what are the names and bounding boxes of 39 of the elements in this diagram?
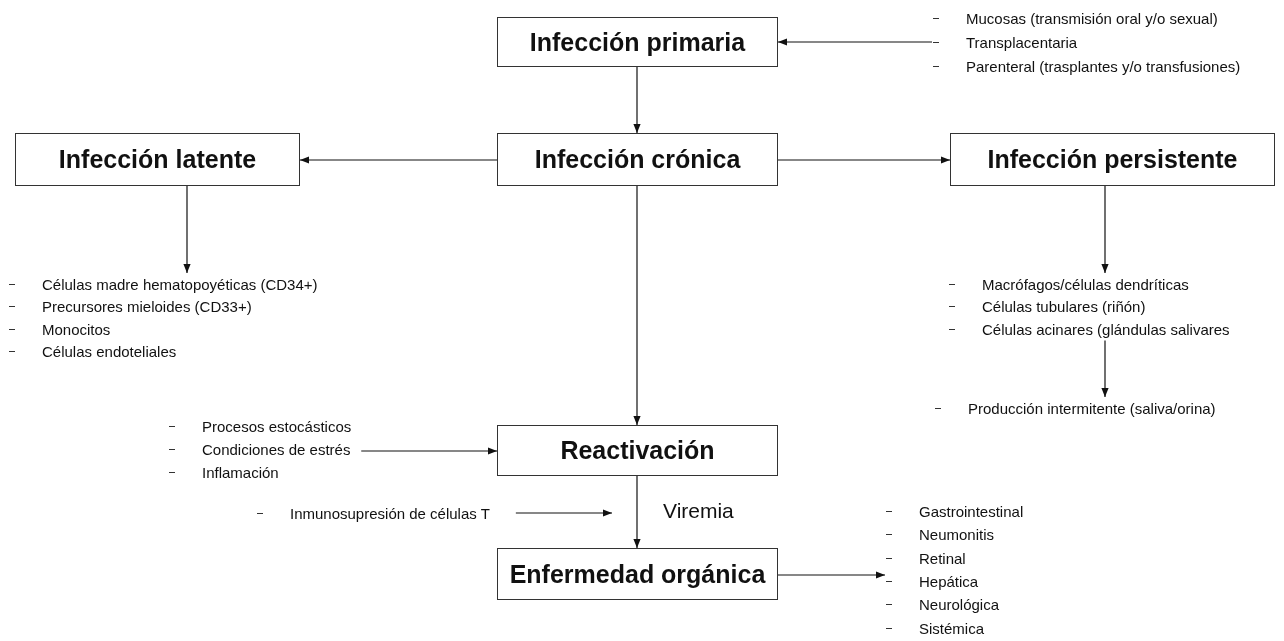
list-item: Condiciones de estrés — [202, 441, 351, 458]
list-item: Hepática — [919, 573, 979, 591]
list-item: Sistémica — [919, 619, 985, 637]
list-item: Monocitos — [42, 320, 111, 338]
process-box: Infección latente — [15, 133, 300, 186]
process-box: Infección primaria — [497, 17, 778, 67]
list-item: Retinal — [919, 549, 966, 567]
arrow — [299, 156, 498, 164]
arrow — [1101, 185, 1109, 274]
list-item: Procesos estocásticos — [202, 418, 352, 435]
list-item: Células endoteliales — [42, 343, 177, 361]
list-item: Macrófagos/células dendríticas — [982, 275, 1189, 293]
process-box: Enfermedad orgánica — [497, 548, 778, 600]
arrow — [360, 447, 498, 455]
arrow — [633, 185, 641, 426]
arrow — [633, 475, 641, 549]
list-item: Células madre hematopoyéticas (CD34+) — [42, 275, 318, 293]
list-item: Gastrointestinal — [919, 503, 1024, 521]
process-box: Infección crónica — [497, 133, 778, 186]
list-item: Precursores mieloides (CD33+) — [42, 298, 252, 316]
list-item: Neurológica — [919, 596, 1000, 614]
process-box: Infección persistente — [950, 133, 1275, 186]
arrow — [633, 66, 641, 134]
list-item: Transplacentaria — [966, 33, 1078, 51]
arrow — [777, 156, 951, 164]
arrow — [183, 185, 191, 274]
arrow — [777, 38, 933, 46]
process-box: Reactivación — [497, 425, 778, 476]
list-item: Inmunosupresión de células T — [290, 504, 490, 522]
arrow — [1101, 339, 1109, 398]
list-item: Mucosas (transmisión oral y/o sexual) — [966, 9, 1218, 27]
list-item: Inflamación — [202, 464, 279, 481]
list-item: Células tubulares (riñón) — [982, 298, 1146, 316]
list-item: Parenteral (trasplantes y/o transfusiones) — [966, 57, 1241, 75]
arrow — [777, 571, 886, 579]
arrow — [515, 509, 613, 517]
list-item: Células acinares (glándulas salivares — [982, 320, 1230, 338]
list-item: Neumonitis — [919, 526, 995, 544]
list-item: Producción intermitente (saliva/orina) — [968, 399, 1216, 417]
